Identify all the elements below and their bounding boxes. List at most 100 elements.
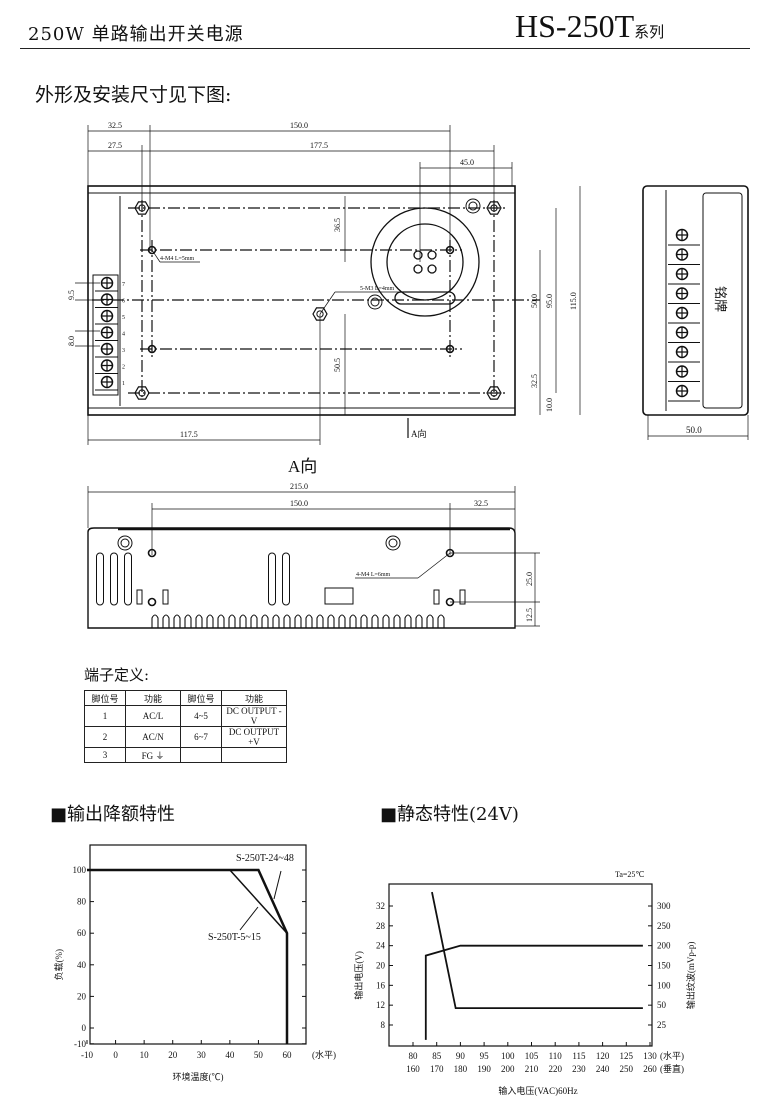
y-tick-label: 80: [77, 897, 87, 907]
terminal-number: 7: [122, 282, 125, 288]
terminal-screw-icon-cross: [101, 376, 113, 388]
x-suffix-h: (水平): [660, 1050, 684, 1061]
mounting-screw-icon: [134, 201, 150, 215]
y-tick-label: 60: [77, 928, 87, 938]
y-tick-label-left: 32: [376, 901, 385, 911]
terminal-number: 3: [122, 348, 125, 354]
cell: AC/N: [125, 726, 181, 748]
y-tick-label-right: 250: [657, 921, 671, 931]
mounting-hole-icon: [147, 597, 157, 607]
x-tick-label: 30: [197, 1050, 207, 1060]
knurled-screw-icon: [117, 535, 133, 551]
x-tick-label-h: 110: [549, 1051, 563, 1061]
x-tick-label-v: 240: [596, 1064, 610, 1074]
x-tick-label-v: 220: [548, 1064, 562, 1074]
y-tick-label-left: 28: [376, 921, 386, 931]
terminal-screw-icon-cross: [101, 326, 113, 339]
vent-slot: [268, 552, 276, 606]
x-tick-label-h: 80: [409, 1051, 419, 1061]
terminal-screw-icon-cross: [676, 365, 688, 378]
x-tick-label: 0: [113, 1050, 118, 1060]
tab-slot: [162, 589, 169, 605]
tab-slot: [433, 589, 440, 605]
section-subtitle: 外形及安装尺寸见下图:: [35, 84, 232, 106]
terminal-screw-icon-cross: [676, 287, 688, 300]
x-tick-label-h: 120: [596, 1051, 610, 1061]
note-m3: 5-M3 L=4mm: [360, 286, 395, 292]
x-tick-label-v: 180: [454, 1064, 468, 1074]
knurled-screw-inner: [370, 297, 380, 307]
cell: [180, 747, 222, 763]
x-tick-label-v: 190: [477, 1064, 491, 1074]
note-m4-a: 4-M4 L=6mm: [356, 572, 391, 578]
x-tick-label-v: 200: [501, 1064, 515, 1074]
tab-slot: [459, 589, 466, 605]
dim-115: 115.0: [569, 292, 578, 310]
x-tick-label-h: 105: [525, 1051, 539, 1061]
y-tick-label: -10: [74, 1039, 86, 1049]
mounting-screw-icon-hole: [490, 389, 498, 397]
dim-117-5: 117.5: [180, 430, 198, 439]
terminal-screw-icon-cross: [676, 248, 688, 261]
col-pin-2: 脚位号: [180, 690, 222, 706]
document-title: 250W 单路输出开关电源: [28, 24, 244, 45]
dim-32-5-right: 32.5: [530, 374, 539, 388]
dim-50-5: 50.5: [333, 358, 342, 372]
terminal-number: 6: [122, 299, 125, 305]
y-tick-label-right: 100: [657, 980, 671, 990]
y-tick-label-right: 50: [657, 1000, 667, 1010]
tab-slot: [136, 589, 143, 605]
dim-side-50: 50.0: [686, 425, 702, 435]
y-tick-label-left: 20: [376, 961, 386, 971]
y-tick-label: 100: [73, 865, 87, 875]
nameplate-label: 铭牌: [713, 286, 728, 312]
heatsink-fins: [151, 614, 449, 629]
model-name: HS-250T: [515, 8, 635, 44]
terminal-screw-icon-cross: [676, 326, 688, 339]
y-tick-label-right: 300: [657, 901, 671, 911]
series-label-0: S-250T-24~48: [236, 853, 294, 864]
fan-grille-icon: [370, 207, 480, 317]
x-tick-label-v: 230: [572, 1064, 586, 1074]
x-tick-label: 50: [254, 1050, 264, 1060]
table-header-row: 脚位号 功能 脚位号 功能: [84, 690, 287, 706]
y-tick-label: 20: [77, 991, 87, 1001]
terminal-screw-icon-cross: [676, 229, 688, 241]
a-view-title: A向: [288, 457, 317, 476]
side-view: [642, 185, 749, 440]
knurled-screw-inner: [468, 201, 478, 211]
col-function: 功能: [125, 690, 181, 706]
series-arrow-0: [273, 870, 282, 900]
cell: DC OUTPUT +V: [221, 726, 287, 748]
dim-a-150: 150.0: [290, 499, 308, 508]
cell: 4~5: [180, 705, 222, 727]
series-line-1: [431, 891, 643, 1010]
mounting-screw-icon: [486, 386, 502, 400]
terminal-screw-icon-cross: [101, 359, 113, 372]
dim-150: 150.0: [290, 121, 308, 130]
vent-slot: [110, 552, 118, 606]
dim-12-5: 12.5: [525, 608, 534, 622]
x-tick-label: 10: [140, 1050, 150, 1060]
dim-36-5: 36.5: [333, 218, 342, 232]
series-arrow-1: [239, 906, 259, 931]
terminal-screw-icon-cross: [101, 277, 113, 289]
x-tick-label-h: 115: [572, 1051, 586, 1061]
y-tick-label-right: 150: [657, 961, 671, 971]
dim-45: 45.0: [460, 158, 474, 167]
mounting-screw-icon: [134, 386, 150, 400]
y-tick-label-right: 25: [657, 1020, 667, 1030]
series-line-0: [424, 944, 643, 1040]
vent-slot: [96, 552, 104, 606]
knurled-screw-icon: [385, 535, 401, 551]
dim-32-5: 32.5: [108, 121, 122, 130]
dim-27-5: 27.5: [108, 141, 122, 150]
cell: DC OUTPUT -V: [221, 705, 287, 727]
x-tick-label-v: 210: [525, 1064, 539, 1074]
y-axis-label-right: 输出纹波(mVp-p): [685, 942, 696, 1010]
terminal-screw-icon-cross: [101, 310, 113, 322]
y-tick-label: 40: [77, 960, 87, 970]
y-tick-label-left: 16: [376, 980, 386, 990]
